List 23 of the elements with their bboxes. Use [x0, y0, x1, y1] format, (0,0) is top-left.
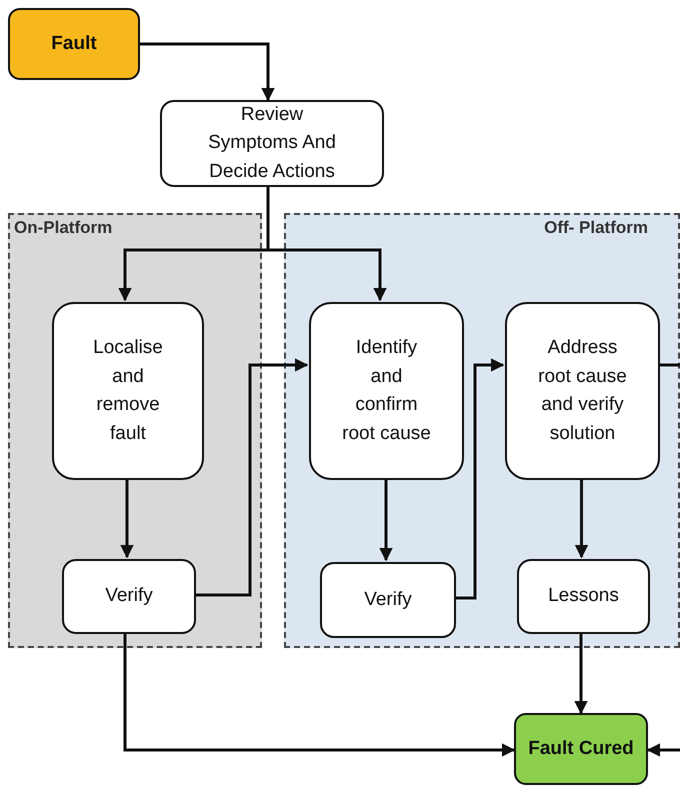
process-box: Verify	[320, 562, 456, 638]
connector-line	[658, 364, 680, 366]
region-heading: Off- Platform	[544, 218, 648, 238]
arrow	[120, 478, 134, 558]
process-box: Verify	[62, 559, 196, 634]
arrow	[379, 478, 393, 562]
arrow	[646, 743, 680, 757]
process-box: Localise and remove fault	[52, 302, 204, 480]
end-box: Fault Cured	[514, 713, 648, 785]
process-box: Address root cause and verify solution	[505, 302, 660, 480]
dashed-region	[8, 213, 262, 648]
process-box: Identify and confirm root cause	[309, 302, 464, 480]
arrow	[124, 632, 516, 757]
arrow	[574, 632, 588, 714]
arrow	[454, 358, 504, 600]
arrow	[574, 478, 588, 558]
region-heading: On-Platform	[14, 218, 112, 238]
process-box: Lessons	[517, 559, 650, 634]
arrow	[140, 42, 275, 102]
process-box: Review Symptoms And Decide Actions	[160, 100, 384, 187]
arrow	[194, 358, 308, 596]
dashed-region	[284, 213, 680, 648]
start-box: Fault	[8, 8, 140, 80]
